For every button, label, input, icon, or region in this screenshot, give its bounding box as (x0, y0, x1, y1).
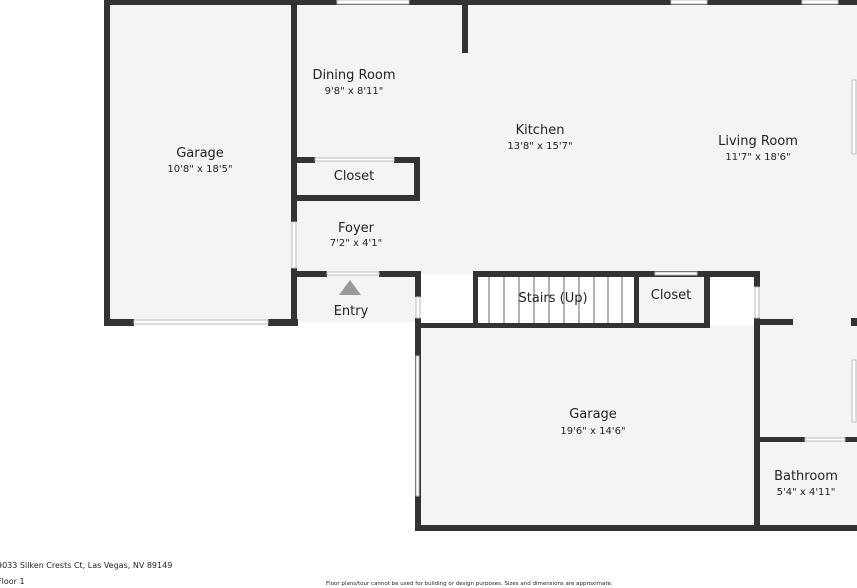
window-living-right-1 (851, 79, 857, 155)
entry-marker-icon (339, 280, 361, 295)
room-name-bathroom: Bathroom (774, 469, 838, 484)
opening-living-lower (754, 286, 760, 319)
room-name-entry: Entry (333, 304, 369, 319)
room-name-living: Living Room (718, 134, 798, 149)
windows (133, 0, 857, 497)
room-dims-kitchen: 13'8" x 15'7" (507, 141, 573, 152)
room-name-garage-left: Garage (176, 146, 224, 161)
room-name-garage-main: Garage (569, 407, 617, 422)
room-name-kitchen: Kitchen (515, 123, 565, 138)
stairs-treads (488, 276, 623, 324)
room-dims-dining: 9'8" x 8'11" (324, 86, 384, 97)
room-name-stairs: Stairs (Up) (518, 291, 588, 306)
entry-door (326, 271, 380, 276)
room-dims-garage-main: 19'6" x 14'6" (560, 426, 626, 437)
room-name-foyer: Foyer (337, 221, 375, 236)
closet-lower-door (654, 271, 698, 276)
window-kitchen-top (670, 0, 708, 5)
room-name-closet-upper: Closet (333, 169, 375, 184)
room-dims-foyer: 7'2" x 4'1" (329, 238, 383, 249)
room-name-closet-lower: Closet (650, 288, 692, 303)
footer-address: 9033 Silken Crests Ct, Las Vegas, NV 891… (0, 561, 173, 570)
window-dining-top (336, 0, 410, 5)
garage-main-floor (419, 326, 757, 528)
footer-floor: Floor 1 (0, 577, 25, 586)
door-garage-side (415, 296, 421, 319)
window-living-right-2 (851, 359, 857, 423)
room-dims-living: 11'7" x 18'6" (725, 152, 791, 163)
floor-fills (106, 4, 857, 528)
living-lower-floor (757, 272, 857, 528)
closet-lower-floor (637, 274, 707, 326)
bath-door (804, 437, 846, 442)
foyer-floor (295, 272, 419, 322)
garage-left-floor (106, 4, 295, 323)
window-closet-top (314, 157, 395, 162)
window-garage-left (415, 355, 420, 497)
window-living-top (801, 0, 839, 5)
room-dims-bathroom: 5'4" x 4'11" (776, 487, 836, 498)
room-name-dining: Dining Room (312, 68, 396, 83)
room-dims-garage-left: 10'8" x 18'5" (167, 164, 233, 175)
opening-foyer-left (291, 221, 297, 269)
garage-door-left (133, 319, 269, 325)
upper-main-floor (295, 4, 857, 274)
footer-disclaimer: Floor plans/tour cannot be used for buil… (326, 581, 613, 587)
